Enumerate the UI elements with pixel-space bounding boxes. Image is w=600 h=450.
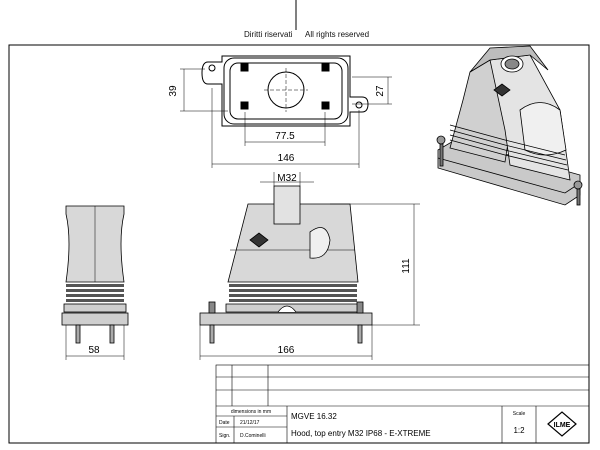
units-note: dimensions in mm — [231, 409, 271, 415]
dim-146-label: 146 — [278, 153, 295, 164]
dim-77-5-label: 77.5 — [275, 131, 295, 142]
dim-m32-label: M32 — [277, 173, 297, 184]
dim-111-label: 111 — [401, 258, 412, 274]
ilme-logo: ILME — [547, 411, 577, 437]
top-view-screws — [240, 63, 330, 110]
side-view — [61, 205, 129, 360]
dim-58-label: 58 — [88, 345, 100, 356]
title-block — [215, 364, 590, 444]
flange-hole-right — [355, 101, 363, 109]
front-view — [199, 172, 420, 360]
date-label: Date — [219, 420, 230, 426]
part-description: Hood, top entry M32 IP68 - E-XTREME — [291, 429, 431, 438]
dim-39-label: 39 — [168, 85, 179, 97]
iso-view — [436, 45, 583, 206]
copyright-note: Diritti riservati All rights reserved — [0, 28, 600, 42]
scale-label: Scale — [513, 411, 526, 417]
copyright-english: All rights reserved — [305, 30, 370, 39]
copyright-italian: Diritti riservati — [244, 30, 293, 39]
date-value: 21/12/17 — [240, 420, 260, 426]
sign-value: D.Cominelli — [240, 433, 266, 439]
top-view — [180, 55, 392, 168]
dim-166-label: 166 — [278, 345, 295, 356]
dim-27-label: 27 — [375, 85, 386, 97]
logo-text: ILME — [554, 422, 571, 429]
top-view-body-inner — [229, 62, 343, 120]
part-code: MGVE 16.32 — [291, 412, 337, 421]
sign-label: Sign. — [219, 433, 230, 439]
top-view-flange — [201, 55, 369, 127]
flange-hole-left — [208, 64, 216, 72]
scale-value: 1:2 — [513, 426, 525, 435]
top-view-body — [223, 57, 349, 125]
